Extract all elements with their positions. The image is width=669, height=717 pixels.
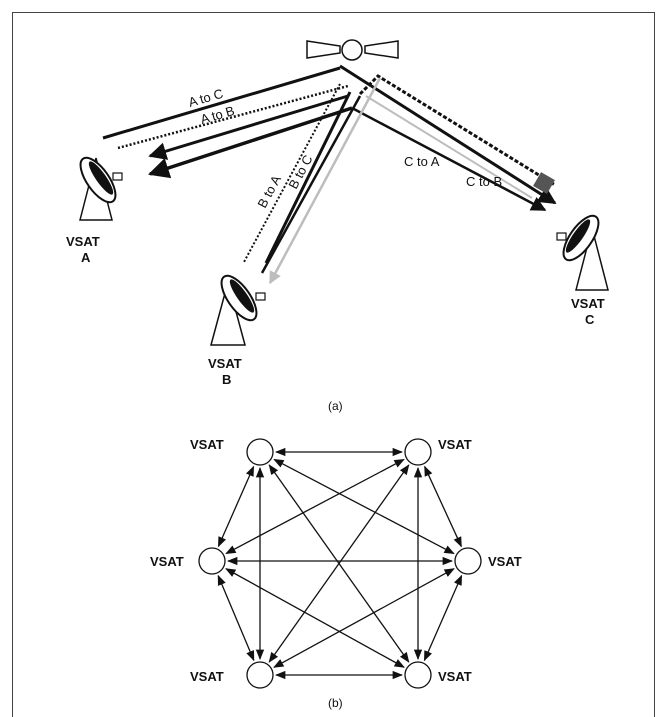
vsat-b-dish-icon — [210, 274, 266, 346]
mesh-edges — [217, 447, 463, 680]
caption-b: (b) — [328, 696, 343, 710]
mesh-link-1-3 — [424, 465, 462, 548]
link-c-a — [351, 106, 547, 212]
mesh-label-mid-left: VSAT — [150, 554, 184, 569]
mesh-label-bot-right: VSAT — [438, 669, 472, 684]
vsat-a-letter: A — [81, 250, 91, 265]
link-a-c — [102, 66, 341, 140]
mesh-label-bot-left: VSAT — [190, 669, 224, 684]
link-to-a-upper — [148, 94, 349, 160]
satellite-icon — [306, 39, 399, 61]
mesh-link-0-2 — [217, 465, 255, 548]
link-to-b-gray — [268, 77, 382, 285]
link-label-b-to-a: B to A — [254, 172, 284, 210]
mesh-link-1-2 — [225, 458, 405, 555]
link-to-a-lower — [148, 106, 353, 179]
mesh-node-top-left — [246, 438, 274, 466]
mesh-label-top-right: VSAT — [438, 437, 472, 452]
mesh-link-3-5 — [423, 574, 463, 662]
link-hatched-to-c — [358, 74, 556, 194]
caption-a: (a) — [328, 399, 343, 413]
mesh-node-mid-right — [454, 547, 482, 575]
mesh-link-3-4 — [273, 568, 455, 668]
mesh-node-bot-left — [246, 661, 274, 689]
link-b-dotted — [243, 83, 341, 263]
vsat-b-letter: B — [222, 372, 231, 387]
vsat-c-dish-icon — [556, 214, 609, 291]
mesh-label-mid-right: VSAT — [488, 554, 522, 569]
link-label-c-to-a: C to A — [404, 154, 440, 169]
link-b-a — [260, 95, 362, 274]
vsat-a-dish-icon — [79, 156, 123, 221]
vsat-c-label: VSAT — [571, 296, 605, 311]
mesh-link-0-3 — [273, 458, 455, 555]
link-b-c — [264, 91, 352, 264]
mesh-node-mid-left — [198, 547, 226, 575]
mesh-label-top-left: VSAT — [190, 437, 224, 452]
link-label-a-to-b: A to B — [199, 103, 236, 127]
link-to-c — [339, 64, 557, 205]
figure-frame — [12, 12, 655, 717]
vsat-a-label: VSAT — [66, 234, 100, 249]
link-label-c-to-b: C to B — [466, 174, 502, 189]
mesh-link-2-4 — [217, 574, 255, 662]
vsat-c-letter: C — [585, 312, 595, 327]
vsat-b-label: VSAT — [208, 356, 242, 371]
mesh-node-bot-right — [404, 661, 432, 689]
mesh-node-top-right — [404, 438, 432, 466]
link-c-b — [365, 95, 533, 199]
